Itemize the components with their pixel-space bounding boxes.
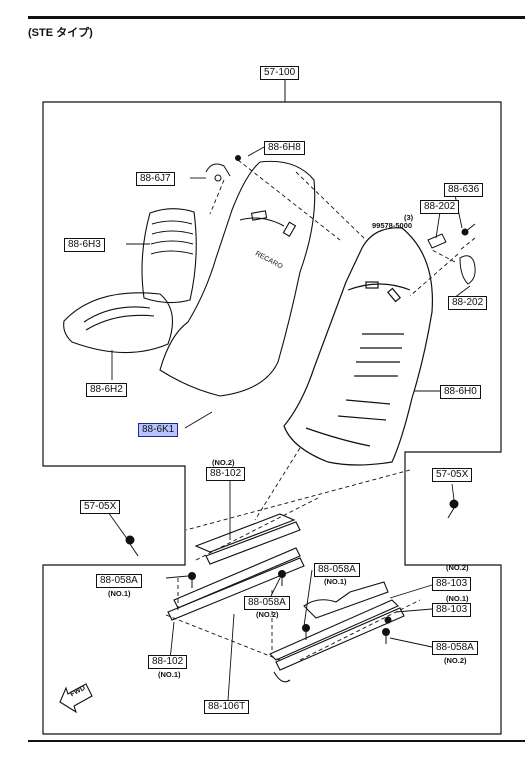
bottom-rule [28, 740, 525, 742]
callout-88-106t[interactable]: 88-106T [204, 700, 250, 714]
callout-88-103-bot[interactable]: 88-103 [432, 603, 472, 617]
callout-88-058a-center-sub: (NO.1) [324, 577, 347, 586]
seat-back-pad [141, 208, 197, 304]
callout-88-058a-right[interactable]: 88-058A [432, 641, 478, 655]
callout-88-6j7[interactable]: 88-6J7 [136, 172, 175, 186]
callout-88-6h3[interactable]: 88-6H3 [64, 238, 105, 252]
callout-99578-5000[interactable]: 99578-5000 [372, 221, 413, 230]
callout-57-05x-right[interactable]: 57-05X [432, 468, 473, 482]
seat-rail-lower [269, 581, 405, 683]
seat-cushion-pad [63, 292, 174, 354]
callout-88-058a-mid-sub: (NO.2) [256, 610, 279, 619]
bolts [125, 499, 459, 644]
callout-57-05x-left[interactable]: 57-05X [80, 500, 121, 514]
fwd-arrow [59, 683, 93, 714]
callout-88-102-top[interactable]: 88-102 [206, 467, 246, 481]
callout-88-103-bot-sub: (NO.1) [446, 594, 469, 603]
group-frame [42, 101, 502, 735]
callout-88-058a-left[interactable]: 88-058A [96, 574, 142, 588]
callout-88-102-bot[interactable]: 88-102 [148, 655, 188, 669]
callout-88-102-bot-sub: (NO.1) [158, 670, 181, 679]
callout-qty-3: (3) [404, 213, 414, 222]
callout-88-058a-right-sub: (NO.2) [444, 656, 467, 665]
callout-88-6h8[interactable]: 88-6H8 [264, 141, 305, 155]
seat-cover-outline [159, 160, 316, 397]
callout-88-6h0[interactable]: 88-6H0 [440, 385, 481, 399]
seat-rail-upper [167, 513, 305, 621]
callout-88-058a-left-sub: (NO.1) [108, 589, 131, 598]
callout-57-100[interactable]: 57-100 [260, 66, 300, 80]
callout-88-058a-mid[interactable]: 88-058A [244, 596, 290, 610]
relation-lines [165, 159, 476, 661]
callout-88-058a-center[interactable]: 88-058A [314, 563, 360, 577]
callout-88-103-top[interactable]: 88-103 [432, 577, 472, 591]
leader-lines [107, 146, 471, 701]
seat-hardware-top [205, 155, 476, 285]
seat-logo-text: RECARO [254, 250, 284, 271]
bucket-seat-shell [283, 227, 434, 466]
callout-88-103-top-sub: (NO.2) [446, 563, 469, 572]
callout-88-6h2[interactable]: 88-6H2 [86, 383, 127, 397]
callout-88-202-top[interactable]: 88-202 [420, 200, 460, 214]
callout-88-636[interactable]: 88-636 [444, 183, 484, 197]
top-rule [28, 16, 525, 19]
callout-88-102-top-sub: (NO.2) [212, 458, 235, 467]
diagram-title: (STE タイプ) [28, 27, 93, 39]
callout-88-202-mid[interactable]: 88-202 [448, 296, 488, 310]
callout-88-6k1[interactable]: 88-6K1 [138, 423, 179, 437]
